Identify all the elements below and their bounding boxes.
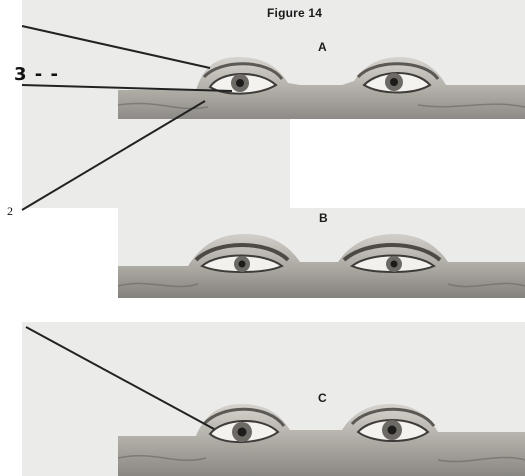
pointer-line-c <box>26 327 214 429</box>
pointer-line-numeral <box>22 101 205 210</box>
pointer-line-marker <box>22 85 232 91</box>
pointer-line-upper <box>22 26 210 68</box>
